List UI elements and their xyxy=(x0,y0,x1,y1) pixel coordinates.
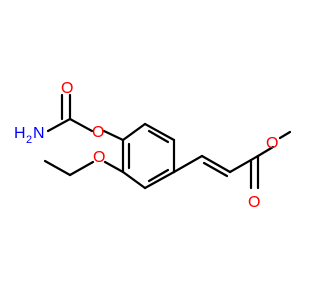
ester-oxygen-label: O xyxy=(266,135,278,152)
ether-ch2-bond xyxy=(68,117,94,133)
carbonyl-oxygen-label: O xyxy=(248,194,260,211)
structure-diagram: O O O O O H 2 N xyxy=(14,80,292,211)
ether-oxygen-label: O xyxy=(92,124,104,141)
amine-h-label: H xyxy=(14,125,26,142)
ethoxy-bond-3 xyxy=(43,159,72,177)
amide-cn-bond xyxy=(46,117,72,133)
alkene-double-line xyxy=(202,161,229,178)
ring-inner-bond-2 xyxy=(147,168,170,183)
ring-bond-6 xyxy=(121,122,147,142)
amine-subscript-label: 2 xyxy=(26,134,32,146)
aryl-ether-bond xyxy=(102,129,125,142)
ethoxy-bond-2 xyxy=(68,160,95,177)
amide-oxygen-label: O xyxy=(61,80,73,97)
ring-bond-4 xyxy=(121,170,147,190)
chain-bond-1 xyxy=(172,154,204,174)
ethoxy-bond-1 xyxy=(103,160,125,174)
benzene-ring xyxy=(121,122,176,190)
ester-bond xyxy=(256,145,275,158)
molecule-drawing: O O O O O H 2 N xyxy=(14,80,292,211)
ethoxy-group xyxy=(43,159,125,177)
acrylate-chain xyxy=(172,130,292,190)
chain-bond-2 xyxy=(228,154,260,174)
amine-label: H 2 N xyxy=(14,125,45,146)
amine-n-label: N xyxy=(33,125,45,142)
ring-bond-3 xyxy=(143,170,176,190)
carbamoylmethoxy-group xyxy=(46,93,125,142)
ethoxy-oxygen-label: O xyxy=(93,149,105,166)
methyl-bond xyxy=(278,130,292,140)
ring-inner-bond-1 xyxy=(147,129,170,144)
ring-bond-1 xyxy=(143,122,176,142)
alkene-bond xyxy=(200,154,232,174)
